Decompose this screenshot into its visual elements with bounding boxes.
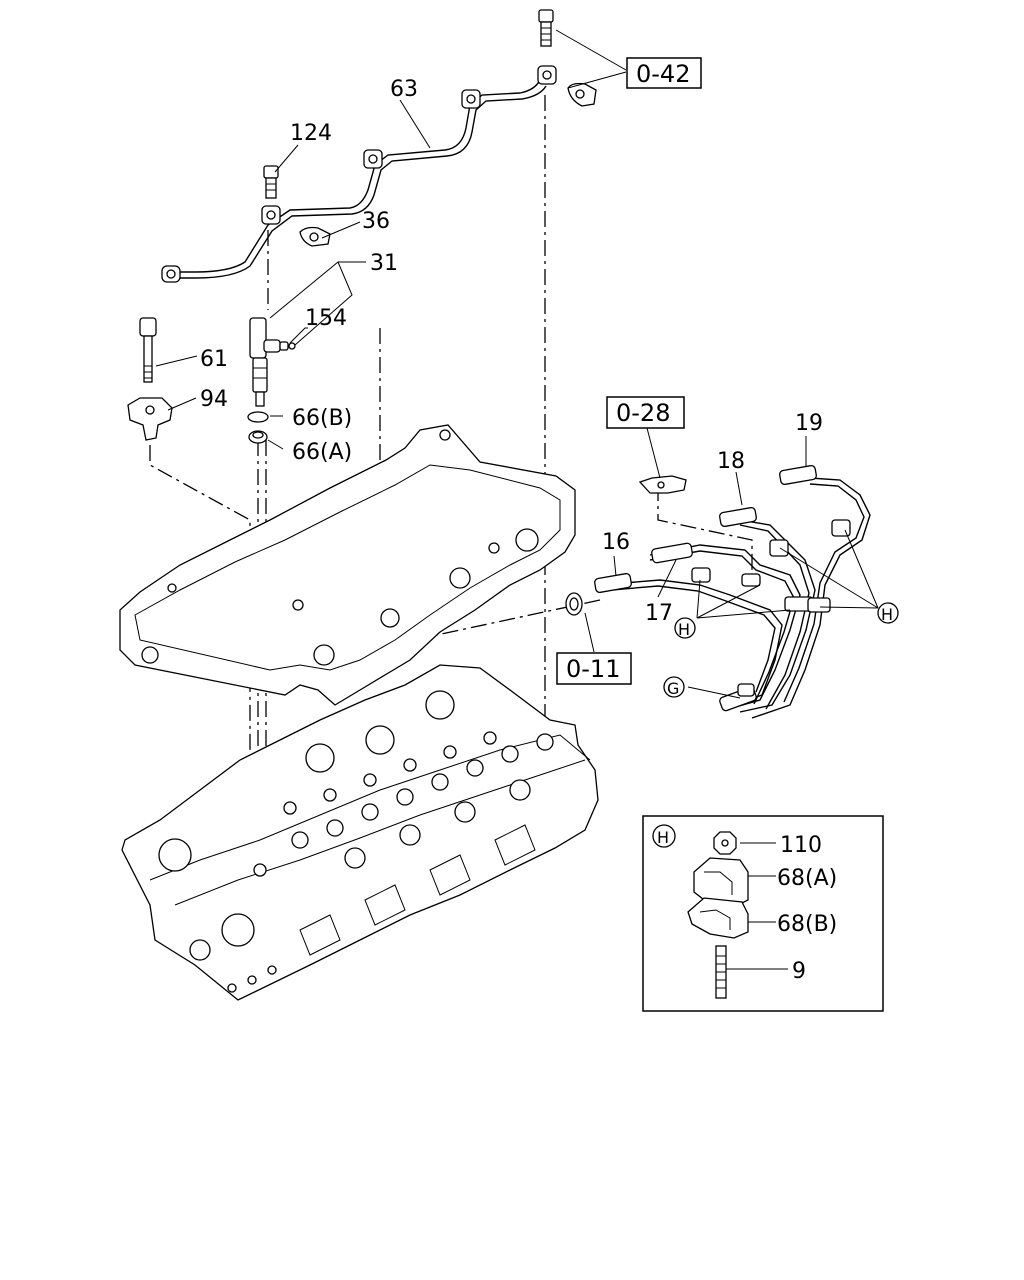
label-124: 124: [290, 121, 332, 146]
injector-31: [249, 317, 281, 407]
cylinder-head: [121, 664, 599, 1001]
oring-66b: [247, 411, 269, 423]
label-68a: 68(A): [777, 866, 837, 891]
head-cover-frame: [119, 424, 576, 706]
label-18: 18: [717, 449, 745, 474]
marker-g-text: G: [667, 679, 679, 698]
ref-box-0-42-label: 0-42: [636, 60, 690, 88]
ref-box-0-28-label: 0-28: [616, 399, 670, 427]
ref-box-0-11-label: 0-11: [566, 655, 620, 683]
bracket-0-28: [638, 475, 687, 494]
label-61: 61: [200, 347, 228, 372]
inset-marker-h-text: H: [657, 828, 669, 847]
label-110: 110: [780, 833, 822, 858]
pipe-clamp-top: [567, 82, 597, 107]
label-154: 154: [305, 306, 347, 331]
washer-66a: [248, 430, 268, 444]
ref-box-0-11[interactable]: 0-11: [556, 652, 632, 685]
marker-h-left: H: [674, 617, 696, 639]
injection-pipes: [594, 464, 871, 719]
label-16: 16: [602, 530, 630, 555]
top-bolt: [538, 9, 554, 47]
bolt-124: [263, 165, 279, 199]
label-36: 36: [362, 209, 390, 234]
detail-inset-h: H 110 68(A) 68(B) 9: [642, 815, 884, 1012]
label-66a: 66(A): [292, 440, 352, 465]
washer-0-11: [565, 592, 583, 616]
marker-g: G: [663, 676, 685, 698]
label-68b: 68(B): [777, 912, 837, 937]
label-19: 19: [795, 411, 823, 436]
label-31: 31: [370, 251, 398, 276]
label-94: 94: [200, 387, 228, 412]
label-66b: 66(B): [292, 406, 352, 431]
clamp-94: [127, 397, 173, 441]
label-63: 63: [390, 77, 418, 102]
label-17: 17: [645, 601, 673, 626]
marker-h-right: H: [877, 602, 899, 624]
label-9: 9: [792, 959, 806, 984]
marker-h-right-text: H: [881, 605, 893, 624]
marker-h-left-text: H: [678, 620, 690, 639]
part-154: [279, 341, 296, 351]
fuel-return-pipe: [161, 65, 557, 283]
ref-box-0-28[interactable]: 0-28: [606, 396, 685, 429]
ref-box-0-42[interactable]: 0-42: [626, 57, 702, 89]
leader-lines: [155, 29, 879, 699]
part-labels: 63 124 36 31 154 61 94 66(B) 66(A) 19 18…: [200, 77, 823, 626]
stud-61: [139, 317, 157, 383]
clamp-36: [299, 226, 331, 247]
